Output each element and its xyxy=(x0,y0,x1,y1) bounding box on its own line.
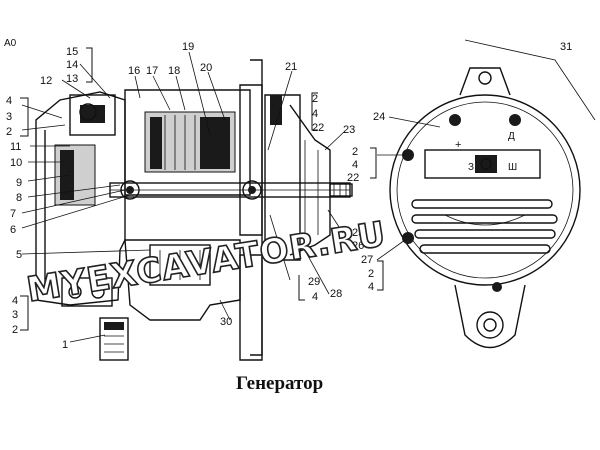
callout-7: 7 xyxy=(10,208,16,220)
callout-4-upper: 4 xyxy=(6,95,12,107)
callout-13: 13 xyxy=(66,73,78,85)
callout-9: 9 xyxy=(16,177,22,189)
terminal-mark-plus: + xyxy=(455,139,461,151)
callout-2-lower-right: 2 xyxy=(368,268,374,280)
callout-2-right: 2 xyxy=(352,146,358,158)
figure-caption: Генератор xyxy=(236,373,323,394)
callout-4-lower-mid: 4 xyxy=(312,291,318,303)
terminal-mark-z: З xyxy=(468,162,474,173)
callout-29: 29 xyxy=(308,276,320,288)
callout-4-lower-right: 4 xyxy=(368,281,374,293)
callout-28: 28 xyxy=(330,288,342,300)
callout-27: 27 xyxy=(361,254,373,266)
generator-rear-view: + Д З Ш xyxy=(389,67,581,349)
callout-22-right: 22 xyxy=(347,172,359,184)
callout-15: 15 xyxy=(66,46,78,58)
terminal-mark-d: Д xyxy=(508,131,515,142)
corner-mark: A0 xyxy=(4,38,17,49)
callout-1: 1 xyxy=(62,339,68,351)
callout-21: 21 xyxy=(285,61,297,73)
callout-11: 11 xyxy=(10,141,21,153)
callout-31: 31 xyxy=(560,41,572,53)
callout-3-upper: 3 xyxy=(6,111,12,123)
callout-22: 22 xyxy=(312,122,324,134)
callout-10: 10 xyxy=(10,157,22,169)
callout-labels: 1 2 3 4 5 6 7 8 9 10 11 12 13 14 15 16 1… xyxy=(6,41,572,351)
callout-2-upper: 2 xyxy=(6,126,12,138)
leader-lines xyxy=(21,39,596,343)
callout-3-lower: 3 xyxy=(12,309,18,321)
callout-4-mid: 4 xyxy=(312,108,318,120)
callout-26: 26 xyxy=(352,240,364,252)
callout-12: 12 xyxy=(40,75,52,87)
callout-4-lower: 4 xyxy=(12,295,18,307)
callout-4-right: 4 xyxy=(352,159,358,171)
callout-5: 5 xyxy=(16,249,22,261)
generator-section-view xyxy=(35,59,353,361)
callout-23: 23 xyxy=(343,124,355,136)
callout-2-mid: 2 xyxy=(312,93,318,105)
callout-8: 8 xyxy=(16,192,22,204)
callout-25: 25 xyxy=(352,227,364,239)
callout-24: 24 xyxy=(373,111,385,123)
callout-19: 19 xyxy=(182,41,194,53)
callout-14: 14 xyxy=(66,59,78,71)
callout-16: 16 xyxy=(128,65,140,77)
callout-20: 20 xyxy=(200,62,212,74)
callout-30: 30 xyxy=(220,316,232,328)
callout-brackets xyxy=(20,47,384,331)
callout-18: 18 xyxy=(168,65,180,77)
callout-2-lower: 2 xyxy=(12,324,18,336)
callout-6: 6 xyxy=(10,224,16,236)
terminal-mark-sh: Ш xyxy=(508,162,517,173)
callout-17: 17 xyxy=(146,65,158,77)
